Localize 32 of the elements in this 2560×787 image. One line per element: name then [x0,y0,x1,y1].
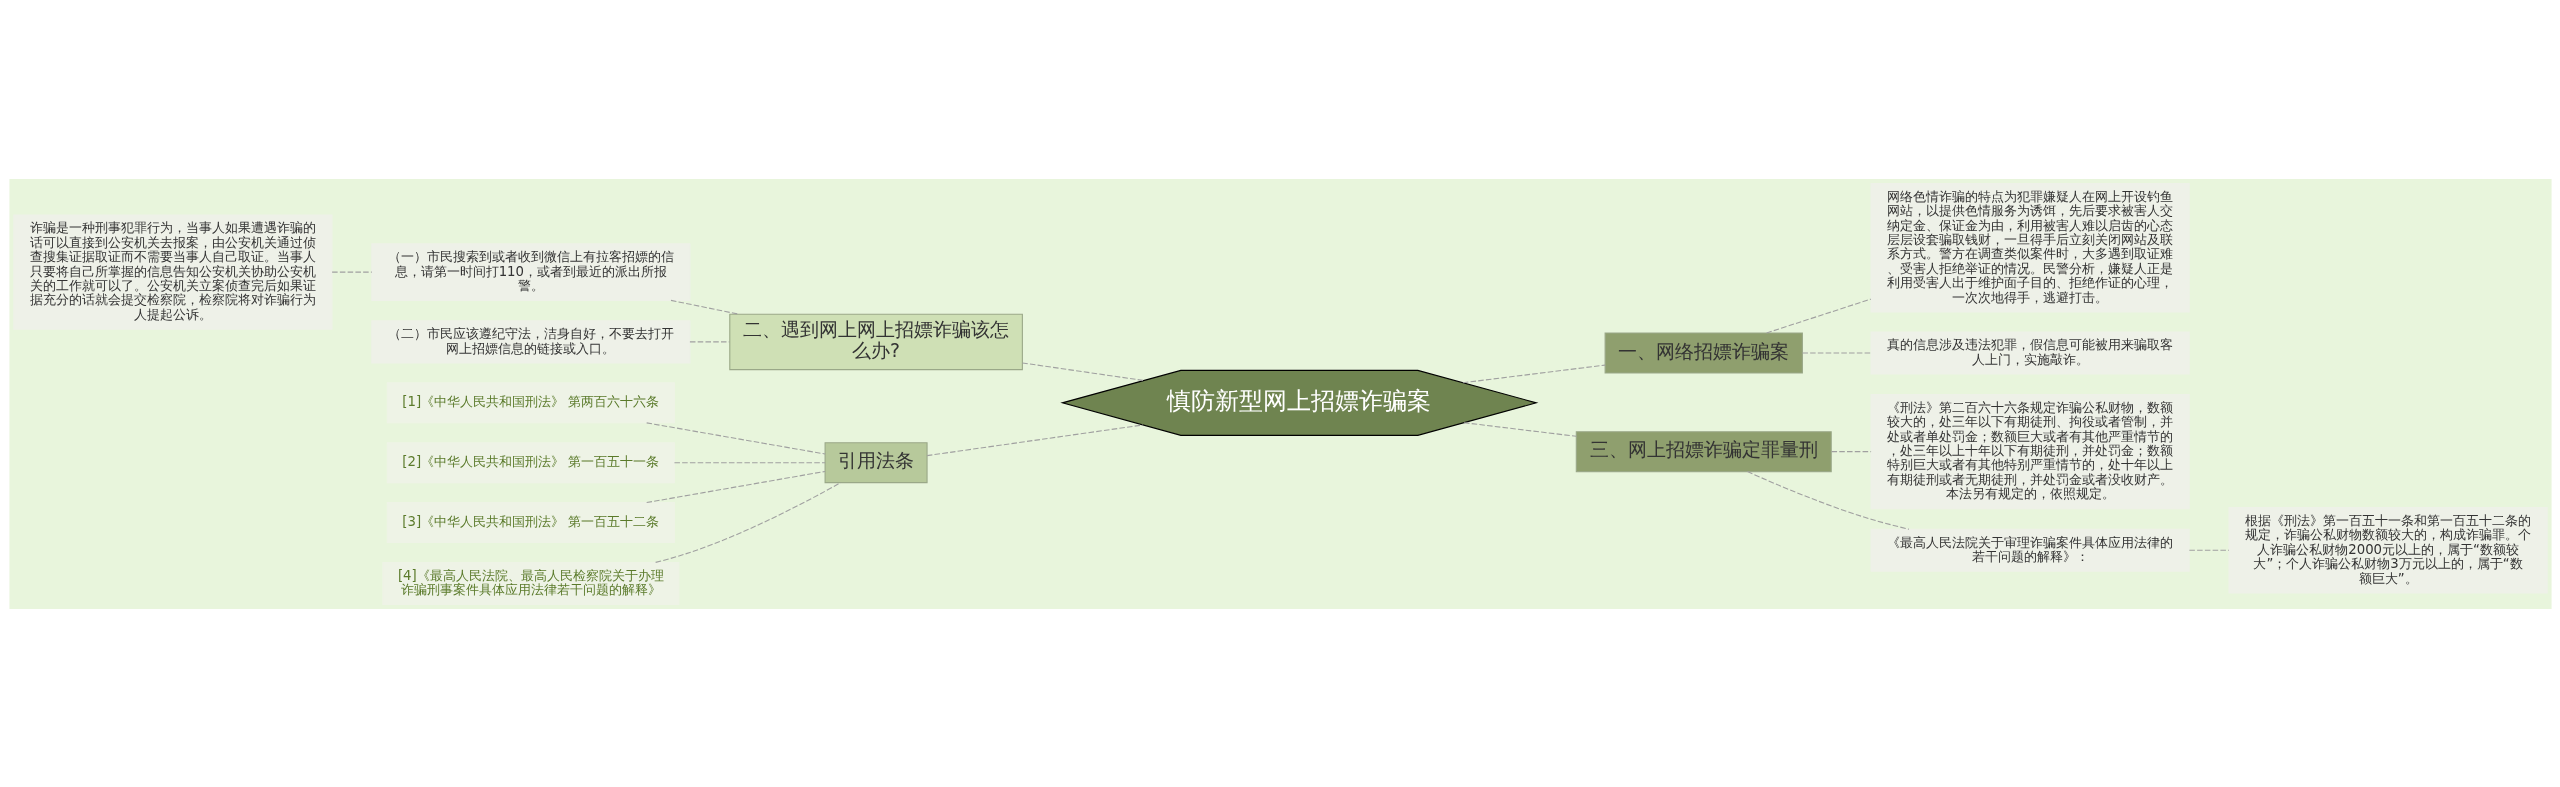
connector [645,421,826,455]
node-box: （一）市民搜索到或者收到微信上有拉客招嫖的信息，请第一时间打110，或者到最近的派出所报警。 [370,242,690,301]
node-box: 《刑法》第二百六十六条规定诈骗公私财物，数额较大的，处三年以下有期徒刑、拘役或者管制，并处或者单处罚金；数额巨大或者有其他严重情节的，处三年以上十年以下有期徒刑，并处罚金；数额特别巨大或者有其他特别严重情节的，处十年以上有期徒刑或者无期徒刑，并处罚金或者没收财产。本法另有规定的，依照规定。 [1870,393,2190,509]
node-box: [3]《中华人民共和国刑法》 第一百五十二条 [386,501,675,543]
connector [669,299,739,315]
connector [654,481,841,563]
connector [1021,361,1144,381]
node-box: 一、网络招嫖诈骗案 [1604,332,1803,373]
node-box: [4]《最高人民法院、最高人民检察院关于办理诈骗刑事案件具体应用法律若干问题的解释》 [381,561,679,605]
connector [2188,549,2230,551]
connector [926,423,1143,456]
node-box: 诈骗是一种刑事犯罪行为，当事人如果遭遇诈骗的话可以直接到公安机关去报案，由公安机关通过侦查搜集证据取证而不需要当事人自己取证。当事人只要将自己所掌握的信息告知公安机关协助公安机关的工作就可以了。公安机关立案侦查完后如果证据充分的话就会提交检察院，检察院将对诈骗行为人提起公诉。 [12,213,332,330]
connector [645,470,826,503]
node-box: 《最高人民法院关于审理诈骗案件具体应用法律的若干问题的解释》： [1870,528,2190,572]
node-box: [1]《中华人民共和国刑法》 第两百六十六条 [386,381,675,423]
connector [673,461,826,463]
node-box: 引用法条 [824,441,928,483]
node-box: 根据《刑法》第一百五十一条和第一百五十二条的规定，诈骗公私财物数额较大的，构成诈骗罪。个人诈骗公私财物2000元以上的，属于“数额较大”；个人诈骗公私财物3万元以上的，属于“数额巨大”。 [2228,506,2548,593]
node-box: 网络色情诈骗的特点为犯罪嫌疑人在网上开设钓鱼网站，以提供色情服务为诱饵，先后要求被害人交纳定金、保证金为由，利用被害人难以启齿的心态层层设套骗取钱财，一旦得手后立刻关闭网站及联系方式。警方在调查类似案件时，大多遇到取证难、受害人拒绝举证的情况。民警分析，嫌疑人正是利用受害人出于维护面子目的、拒绝作证的心理，一次次地得手，逃避打击。 [1870,182,2190,313]
node-box: 二、遇到网上网上招嫖诈骗该怎么办? [728,313,1023,370]
connector [331,271,372,273]
connector [1746,470,1910,530]
connector [1461,364,1606,383]
node-box: （二）市民应该遵纪守法，洁身自好，不要去打开网上招嫖信息的链接或入口。 [370,319,690,364]
connector [1463,421,1577,437]
node-box: 真的信息涉及违法犯罪，假信息可能被用来骗取客人上门，实施敲诈。 [1870,330,2190,375]
connector [1801,351,1872,354]
connector [688,340,730,342]
connector [1830,450,1872,452]
connector [1765,298,1871,333]
node-box: [2]《中华人民共和国刑法》 第一百五十一条 [386,441,675,483]
node-box: 三、网上招嫖诈骗定罪量刑 [1575,430,1832,472]
